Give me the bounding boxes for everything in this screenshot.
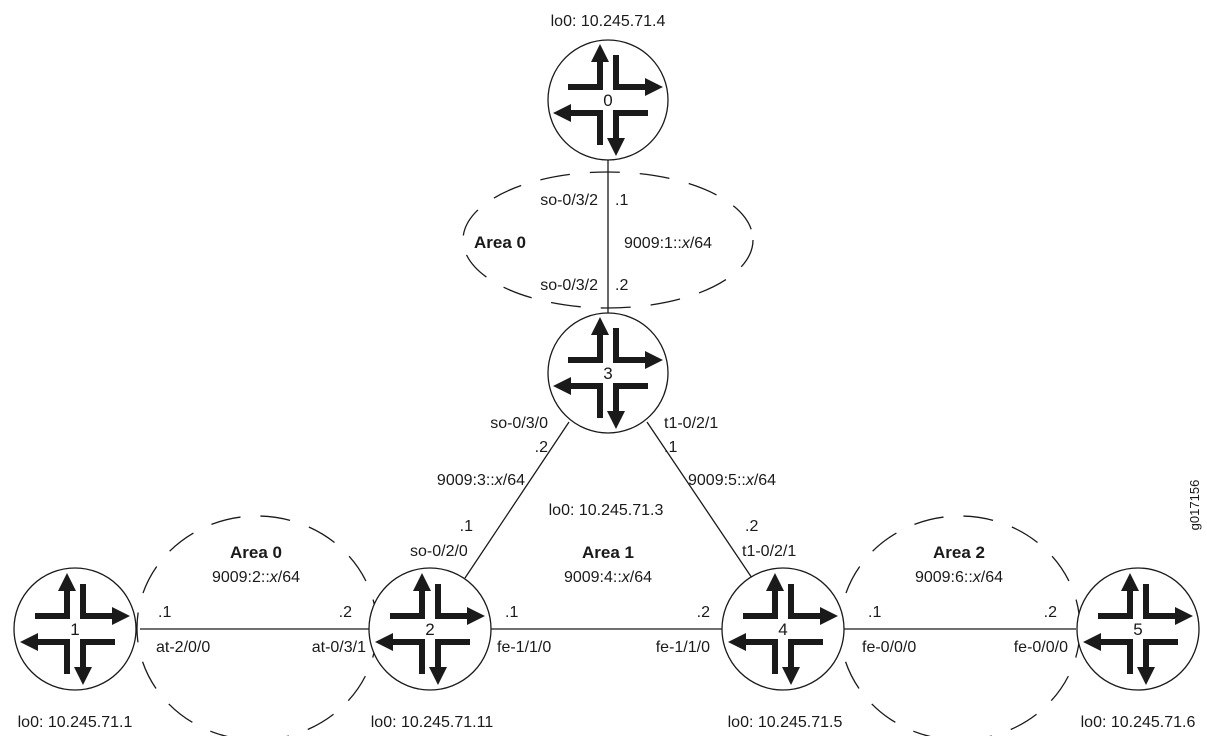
link-r3-r4-b-host: .2 <box>745 518 758 535</box>
link-r4-r5-a-iface: fe-0/0/0 <box>862 639 916 656</box>
area-0-top-label: Area 0 <box>474 233 526 252</box>
router-5[interactable]: 5 <box>1076 567 1200 691</box>
link-r3-r2-a-host: .2 <box>535 439 548 456</box>
link-r3-r2 <box>464 421 570 579</box>
link-r0-r3-a-host: .1 <box>615 192 628 209</box>
area-2-subnet: 9009:6::x/64 <box>915 569 1003 586</box>
router-1-body <box>13 567 137 691</box>
link-r3-r4-a-iface: t1-0/2/1 <box>664 415 718 432</box>
router-5-number: 5 <box>1133 620 1142 639</box>
link-r1-r2-a-host: .1 <box>158 604 171 621</box>
router-1-number: 1 <box>70 620 79 639</box>
figure-id: g017156 <box>1187 480 1202 531</box>
router-4[interactable]: 4 <box>721 567 845 691</box>
router-4-number: 4 <box>778 620 787 639</box>
link-r3-r4 <box>646 421 753 579</box>
link-r1-r2-a-iface: at-2/0/0 <box>156 639 210 656</box>
router-4-body <box>721 567 845 691</box>
link-r0-r3-b-iface: so-0/3/2 <box>540 277 598 294</box>
link-r4-r5-b-host: .2 <box>1044 604 1057 621</box>
router-3-body <box>547 312 669 434</box>
router-1[interactable]: 1 <box>13 567 137 691</box>
router-0-body <box>547 39 669 161</box>
router-2-number: 2 <box>425 620 434 639</box>
router-1-loopback: lo0: 10.245.71.1 <box>18 714 133 731</box>
link-r4-r5-a-host: .1 <box>868 604 881 621</box>
router-0[interactable]: 0 <box>547 39 669 161</box>
link-r1-r2-b-iface: at-0/3/1 <box>312 639 366 656</box>
link-r3-r2-b-iface: so-0/2/0 <box>410 543 468 560</box>
area-2-label: Area 2 <box>933 543 985 562</box>
link-r0-r3-b-host: .2 <box>615 277 628 294</box>
router-2-loopback: lo0: 10.245.71.11 <box>371 714 494 731</box>
area-1-subnet: 9009:4::x/64 <box>564 569 652 586</box>
link-r2-r4-b-host: .2 <box>697 604 710 621</box>
area-0-left-label: Area 0 <box>230 543 282 562</box>
area-0-left-subnet: 9009:2::x/64 <box>212 569 300 586</box>
router-0-loopback: lo0: 10.245.71.4 <box>551 13 666 30</box>
link-r3-r4-b-iface: t1-0/2/1 <box>742 543 796 560</box>
link-r2-r4-a-iface: fe-1/1/0 <box>497 639 551 656</box>
router-3-number: 3 <box>603 364 612 383</box>
link-r3-r2-b-host: .1 <box>460 518 473 535</box>
area-1-label: Area 1 <box>582 543 634 562</box>
link-r1-r2-b-host: .2 <box>339 604 352 621</box>
link-r3-r2-a-iface: so-0/3/0 <box>490 415 548 432</box>
router-3-loopback: lo0: 10.245.71.3 <box>549 502 664 519</box>
router-2-body <box>368 567 492 691</box>
link-r4-r5-b-iface: fe-0/0/0 <box>1014 639 1068 656</box>
link-r3-r4-a-host: .1 <box>664 439 677 456</box>
link-r3-r4-subnet: 9009:5::x/64 <box>688 472 776 489</box>
link-r0-r3-a-iface: so-0/3/2 <box>540 192 598 209</box>
router-0-number: 0 <box>603 91 612 110</box>
router-4-loopback: lo0: 10.245.71.5 <box>728 714 843 731</box>
router-5-loopback: lo0: 10.245.71.6 <box>1081 714 1196 731</box>
router-3[interactable]: 3 <box>547 312 669 434</box>
link-r2-r4-b-iface: fe-1/1/0 <box>656 639 710 656</box>
link-r2-r4-a-host: .1 <box>505 604 518 621</box>
router-5-body <box>1076 567 1200 691</box>
link-r0-r3-subnet: 9009:1::x/64 <box>624 235 712 252</box>
link-r3-r2-subnet: 9009:3::x/64 <box>437 472 525 489</box>
router-2[interactable]: 2 <box>368 567 492 691</box>
